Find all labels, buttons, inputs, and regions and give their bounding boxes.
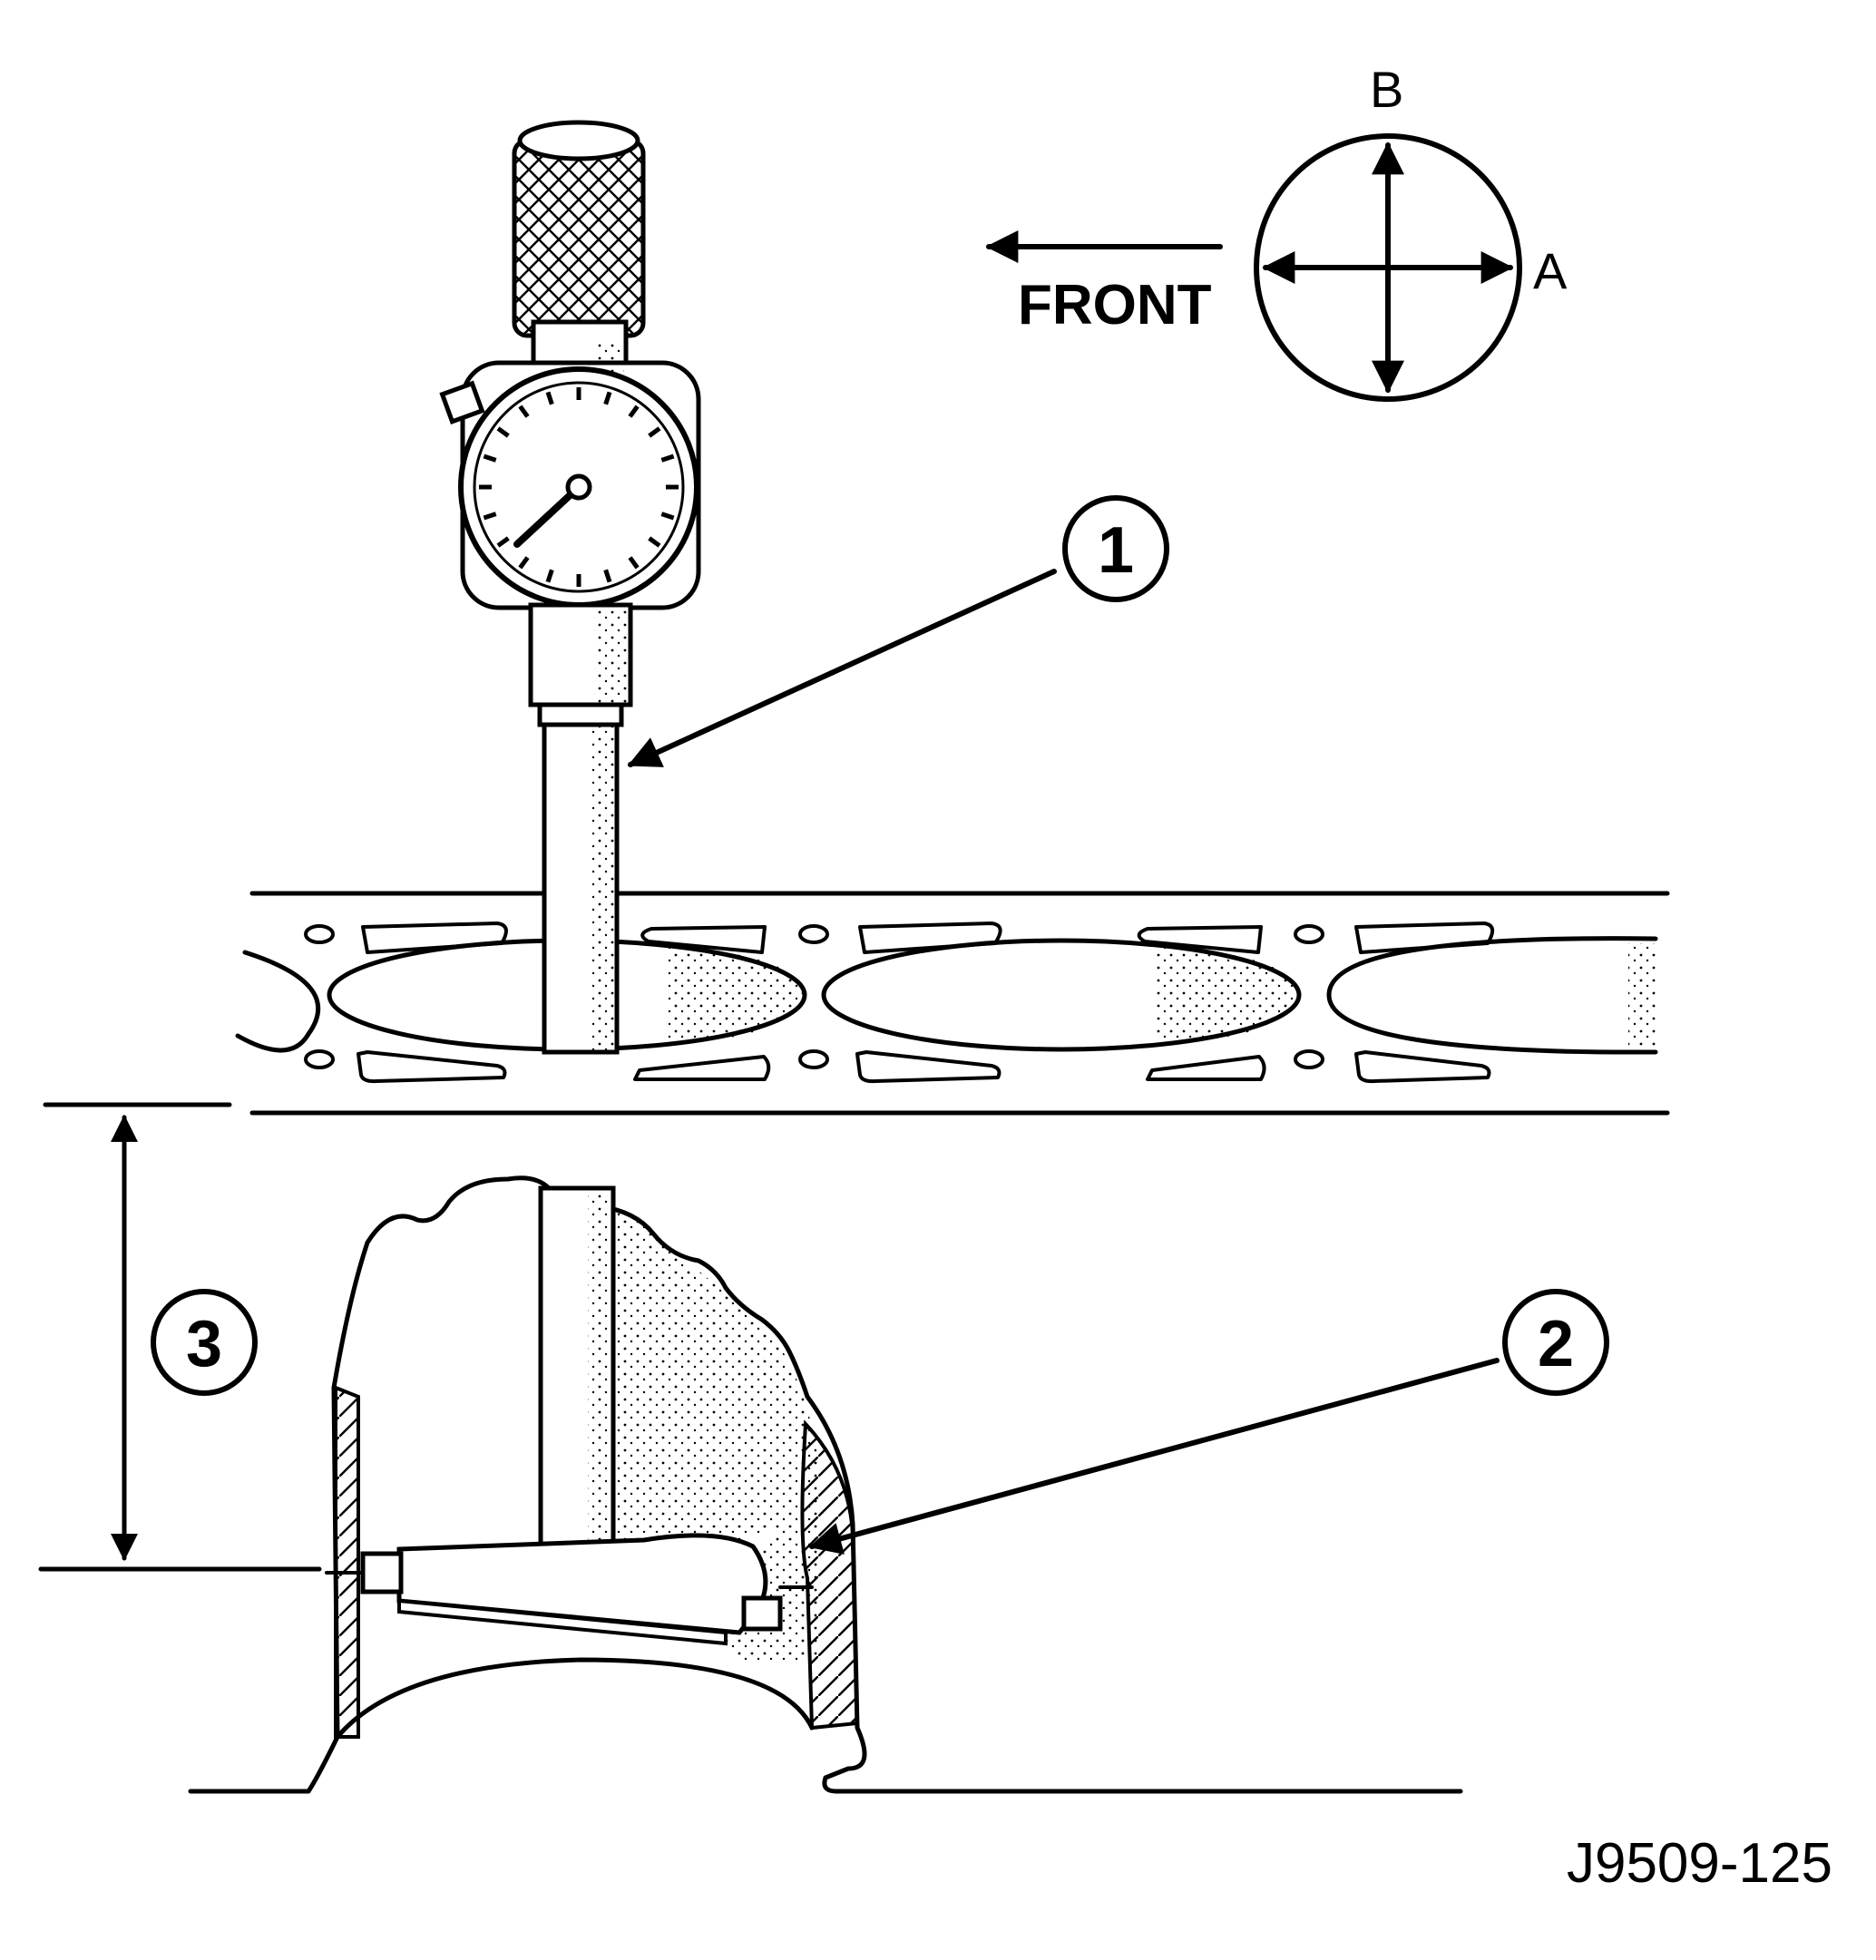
dial-tick — [518, 556, 530, 570]
gauge-head-lower-face — [397, 1598, 728, 1646]
gauge-shaft-lower-shading — [588, 1190, 611, 1566]
callout-2-label: 2 — [1538, 1308, 1574, 1380]
callout-2-leader — [808, 1358, 1500, 1555]
callout-2-circle — [1502, 1289, 1609, 1396]
cutaway-outline-left — [306, 1385, 340, 1794]
knurled-knob — [512, 138, 646, 338]
dial-tick — [603, 569, 612, 583]
dial-tick — [660, 512, 675, 521]
dial-tick — [496, 536, 510, 548]
callout-3: 3 — [151, 1289, 258, 1396]
dial-tick-marks — [479, 387, 679, 587]
dial-tick — [648, 536, 661, 548]
dial-tick — [483, 512, 497, 521]
cylinder-cutaway — [188, 1175, 1463, 1794]
gauge-anvil-right — [741, 1595, 783, 1632]
engine-block-deck — [235, 891, 1670, 1116]
coolant-passages-top — [304, 921, 1495, 954]
dial-needle — [513, 483, 582, 548]
gauge-anvil-left — [360, 1551, 404, 1594]
callout-1-circle — [1062, 495, 1169, 602]
dial-tick — [496, 426, 510, 438]
dial-tick — [545, 391, 554, 405]
gauge-shaft-shading — [590, 726, 615, 1050]
callout-3-circle — [151, 1289, 258, 1396]
cylinder-bore-3-shading — [1628, 943, 1656, 1048]
callout-1-leader — [627, 569, 1057, 767]
dial-tick — [603, 391, 612, 405]
depth-dimension — [38, 1102, 322, 1572]
baseline-right — [822, 1775, 1463, 1794]
callout-3-label: 3 — [186, 1308, 222, 1380]
dial-lock-button — [439, 380, 485, 425]
front-direction-indicator: FRONT — [985, 230, 1223, 336]
dial-tick — [648, 426, 661, 438]
bore-circle — [1254, 133, 1522, 402]
dial-tick — [518, 405, 530, 418]
bore-measurement-axes: B A — [1254, 61, 1568, 402]
cutaway-outline-top — [331, 1175, 867, 1780]
dial-tick — [545, 569, 554, 583]
callout-2: 2 — [808, 1289, 1609, 1555]
right-wall-section — [800, 1419, 860, 1731]
dial-needle-hub — [565, 473, 592, 501]
cylinder-bore-2 — [821, 938, 1302, 1052]
axis-b-label: B — [1370, 61, 1403, 118]
dial-tick — [660, 453, 675, 463]
gauge-collar-shading — [597, 340, 624, 372]
dial-tick — [628, 556, 640, 570]
cylinder-bore-partial-left — [235, 950, 320, 1053]
bore-gauge-tool — [439, 120, 701, 1055]
front-label: FRONT — [1018, 274, 1212, 336]
callout-1: 1 — [627, 495, 1169, 767]
cylinder-bore-3 — [1326, 936, 1658, 1055]
callout-1-label: 1 — [1098, 514, 1134, 587]
cylinder-bore-2-shading — [1157, 948, 1297, 1043]
cylinder-bore-1-shading — [667, 948, 803, 1043]
figure-id: J9509-125 — [1567, 1832, 1832, 1895]
bore-bottom-edge — [335, 1657, 815, 1740]
knob-cap — [517, 120, 640, 161]
gauge-neck-shading — [594, 605, 629, 705]
gauge-ferrule — [537, 702, 624, 727]
dial-tick — [628, 405, 640, 418]
axis-a-label: A — [1533, 242, 1568, 299]
dial-tick — [483, 453, 497, 463]
coolant-passages-bottom — [304, 1049, 1491, 1084]
